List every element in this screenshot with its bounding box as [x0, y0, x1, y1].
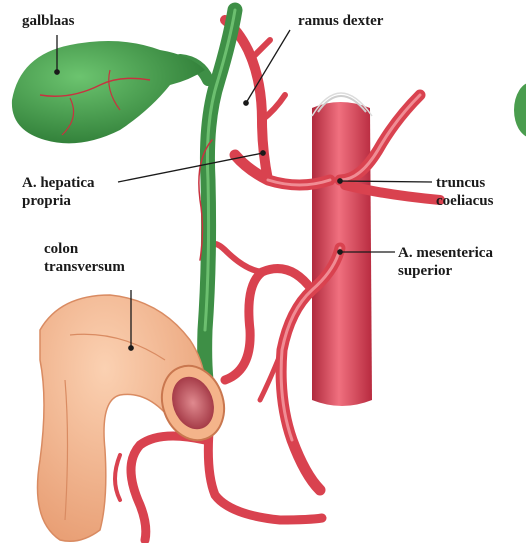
label-colon-transversum: colon transversum: [44, 240, 125, 276]
label-gallbladder: galblaas: [22, 12, 75, 30]
leader-ramus-dexter-dot: [244, 101, 248, 105]
label-truncus-coeliacus: truncus coeliacus: [436, 174, 494, 210]
label-mesenterica-superior: A. mesenterica superior: [398, 244, 493, 280]
leader-hepatica-dot: [261, 151, 265, 155]
leader-coeliacus-dot: [338, 179, 342, 183]
leader-gallbladder-dot: [55, 70, 59, 74]
label-hepatica-propria: A. hepatica propria: [22, 174, 95, 210]
label-ramus-dexter: ramus dexter: [298, 12, 383, 30]
leader-mesenterica-dot: [338, 250, 342, 254]
partial-organ-right: [514, 82, 526, 138]
leader-colon-dot: [129, 346, 133, 350]
gallbladder: [12, 41, 205, 143]
